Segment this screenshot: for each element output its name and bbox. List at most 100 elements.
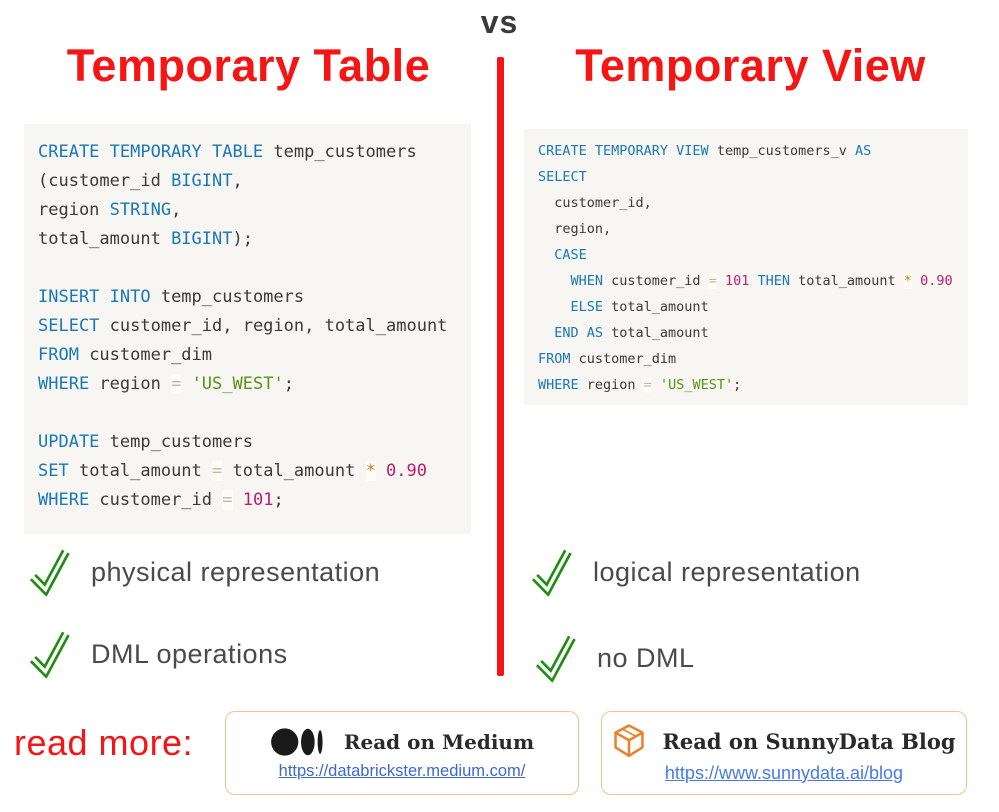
check-label: physical representation [91,556,381,587]
code-token-id: temp_customers [263,142,417,162]
sunnydata-card[interactable]: Read on SunnyData Blog https://www.sunny… [601,711,967,795]
vertical-divider [497,57,504,676]
code-token-kw: END AS [538,325,604,341]
code-token-op: * [365,461,376,481]
code-token-id: customer_id [89,490,223,510]
check-item-no-dml: no DML [532,634,695,683]
code-token-id: customer_id, [538,195,652,211]
code-token-id: ; [273,490,284,510]
code-line: (customer_id BIGINT, [38,167,471,196]
code-token-kw: CREATE TEMPORARY VIEW [538,143,709,159]
code-token-eq: = [222,490,233,510]
code-line: total_amount BIGINT); [38,225,471,254]
code-line: END AS total_amount [538,320,968,346]
code-token-kw: SELECT [538,169,587,185]
code-token-str: 'US_WEST' [181,374,284,394]
code-token-kw: SET [38,461,69,481]
code-line [38,254,471,283]
check-label: logical representation [593,556,861,587]
code-line: FROM customer_dim [38,341,471,370]
code-token-eq: = [212,461,223,481]
code-line: INSERT INTO temp_customers [38,283,471,312]
code-token-id: ; [283,374,294,394]
code-token-kw: AS [855,143,872,159]
code-line [38,399,471,428]
left-title: Temporary Table [66,40,431,91]
code-token-kw: STRING [109,200,172,220]
code-token-id: temp_customers [150,287,305,307]
medium-card[interactable]: Read on Medium https://databrickster.med… [225,711,579,795]
code-token-op: * [903,273,912,289]
code-token-kw: FROM [538,351,571,367]
checkmark-icon [535,635,576,683]
code-token-id: , [171,200,182,220]
code-token-kw: BIGINT [171,171,233,191]
code-token-kw: WHEN [538,273,604,289]
code-token-num: 101 [716,273,758,289]
code-line: customer_id, [538,190,968,216]
code-line: WHEN customer_id = 101 THEN total_amount… [538,268,968,294]
code-line: WHERE region = 'US_WEST'; [38,370,471,399]
right-title: Temporary View [575,40,926,91]
code-token-id: ; [733,377,742,393]
check-item-logical-representation: logical representation [528,548,861,597]
vs-label: vs [480,4,519,40]
code-token-kw: WHERE [38,374,90,394]
code-token-id: , [232,171,243,191]
code-token-kw: ELSE [538,299,604,315]
code-line: region STRING, [38,196,471,225]
code-token-id: total_amount [68,461,213,481]
code-token-id: total_amount [603,299,709,315]
code-line: SELECT [538,164,968,190]
code-token-id: region [578,377,644,393]
code-line: WHERE customer_id = 101; [38,486,471,515]
code-line: SELECT customer_id, region, total_amount [38,312,471,341]
code-token-kw: UPDATE [38,432,100,452]
code-token-id: (customer_id [38,171,172,191]
sunnydata-card-title: Read on SunnyData Blog [662,728,956,754]
code-line: ELSE total_amount [538,294,968,320]
code-token-id: customer_id, region, total_amount [99,316,448,336]
left-code-block: CREATE TEMPORARY TABLE temp_customers(cu… [24,124,471,534]
code-line: WHERE region = 'US_WEST'; [538,372,968,398]
code-line: CREATE TEMPORARY VIEW temp_customers_v A… [538,138,968,164]
code-line: SET total_amount = total_amount * 0.90 [38,457,471,486]
code-line: UPDATE temp_customers [38,428,471,457]
right-code-block: CREATE TEMPORARY VIEW temp_customers_v A… [524,129,968,405]
code-token-id: total_amount [603,325,709,341]
code-token-id: ); [232,229,253,249]
code-token-eq: = [643,377,652,393]
read-more-label: read more: [14,722,194,763]
medium-card-link[interactable]: https://databrickster.medium.com/ [278,762,526,780]
sunnydata-card-title-row: Read on SunnyData Blog [612,723,956,760]
code-line: CASE [538,242,968,268]
check-item-dml-operations: DML operations [26,630,288,679]
code-token-id: temp_customers_v [708,143,855,159]
check-label: DML operations [91,638,288,669]
code-token-kw: SELECT [38,316,100,336]
code-token-id: customer_dim [570,351,677,367]
code-token-num: 0.90 [911,273,953,289]
code-token-eq: = [171,374,182,394]
code-token-id: region [38,200,110,220]
code-token-kw: CASE [538,247,587,263]
medium-card-title-row: Read on Medium [270,725,534,759]
checkmark-icon [29,549,70,597]
code-token-eq: = [708,273,717,289]
checkmark-icon [29,631,70,679]
code-token-id: total_amount [222,461,366,481]
code-token-id: temp_customers [99,432,253,452]
code-token-id: total_amount [38,229,172,249]
code-token-kw: WHERE [538,377,579,393]
check-item-physical-representation: physical representation [26,548,381,597]
code-token-num: 101 [232,490,274,510]
code-token-id: region, [538,221,612,237]
code-line: FROM customer_dim [538,346,968,372]
code-line: region, [538,216,968,242]
code-token-id: customer_dim [78,345,213,365]
code-token-id: total_amount [790,273,904,289]
code-token-id: region [89,374,172,394]
checkmark-icon [531,549,572,597]
sunnydata-card-link[interactable]: https://www.sunnydata.ai/blog [664,762,904,783]
